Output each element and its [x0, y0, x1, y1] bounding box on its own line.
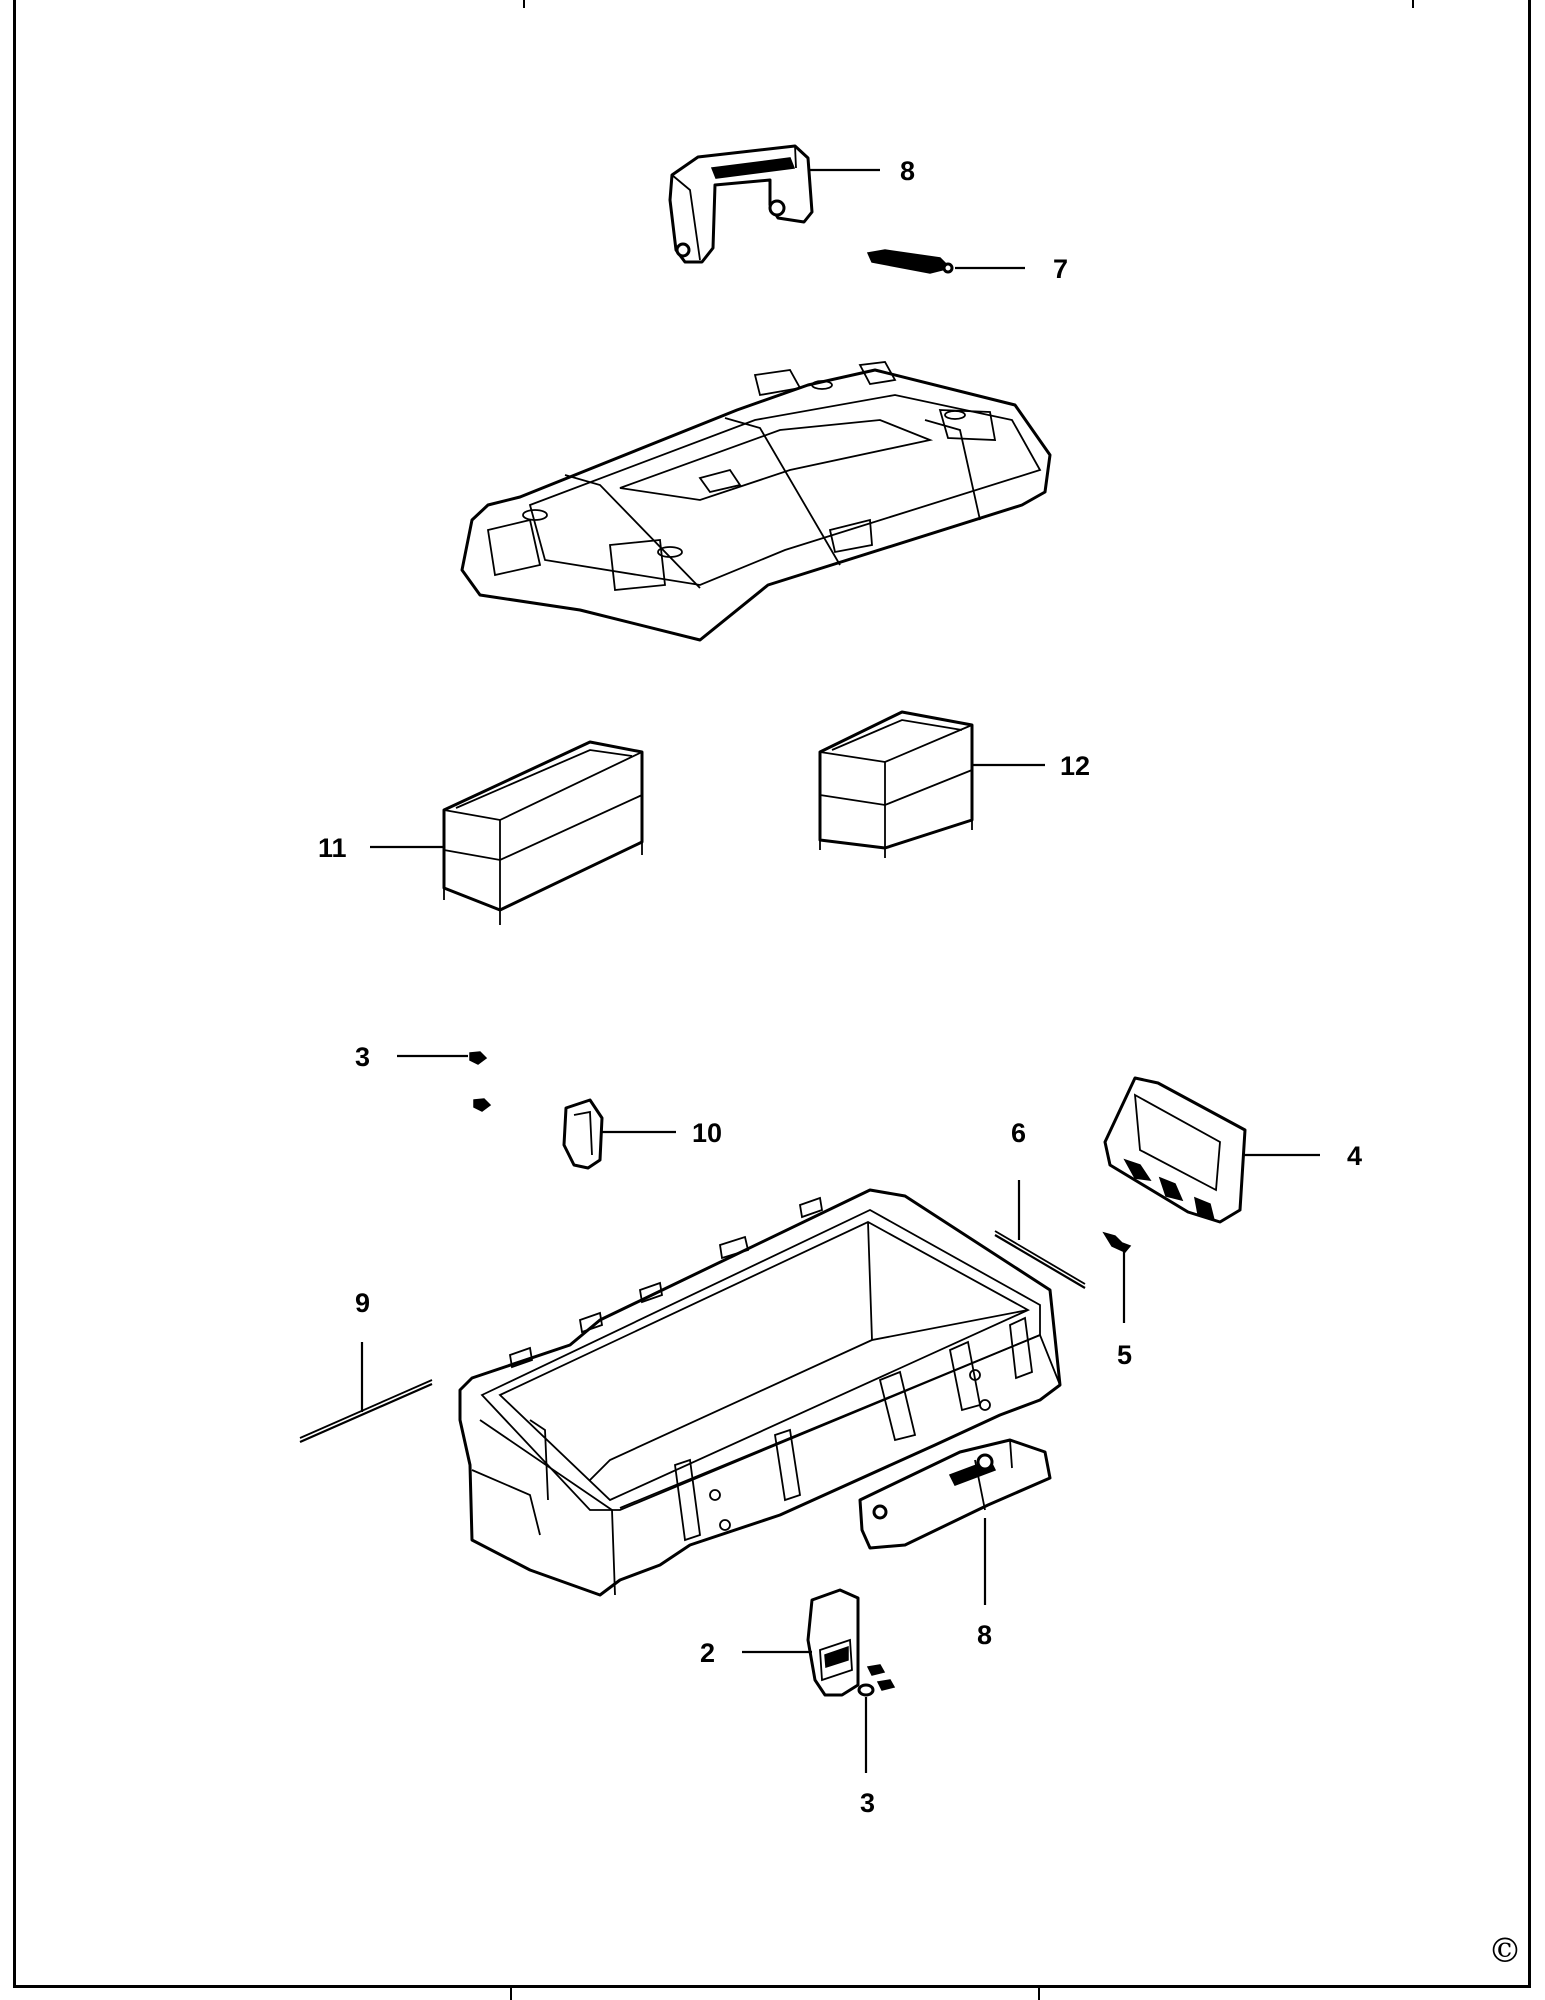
part-5-spring	[1102, 1231, 1132, 1253]
part-8-bottom-handle	[858, 1438, 1052, 1550]
part-lid-tray	[460, 361, 1052, 642]
callout-8-bottom: 8	[977, 1620, 992, 1650]
part-10-clip	[562, 1098, 604, 1170]
part-9-rod-edge	[299, 1379, 433, 1439]
callout-7: 7	[1053, 254, 1068, 284]
callout-10: 10	[692, 1118, 722, 1148]
callout-5: 5	[1117, 1340, 1132, 1370]
footer-rule	[13, 1986, 1531, 1988]
part-6-rod-edge	[994, 1230, 1086, 1285]
footer-divider	[510, 1986, 512, 2000]
frame-top-tick	[1412, 0, 1414, 8]
part-6-rod	[994, 1234, 1086, 1289]
part-9-rod	[299, 1382, 433, 1444]
callout-3-bottom: 3	[860, 1788, 875, 1818]
part-3-screws-bottom	[857, 1664, 896, 1697]
callout-4: 4	[1347, 1141, 1362, 1171]
callout-3-top: 3	[355, 1042, 370, 1072]
frame-top-tick	[523, 0, 525, 8]
callout-2: 2	[700, 1638, 715, 1668]
callout-8-top: 8	[900, 156, 915, 186]
part-3-screws-top	[469, 1051, 492, 1112]
part-main-box	[458, 1188, 1062, 1597]
part-2-latch	[806, 1588, 860, 1697]
footer-divider	[1038, 1986, 1040, 2000]
callout-12: 12	[1060, 751, 1090, 781]
callout-6: 6	[1011, 1118, 1026, 1148]
part-12-short-bin	[818, 710, 974, 858]
part-4-side-handle	[1103, 1076, 1247, 1224]
part-7-latch-plate	[866, 249, 954, 274]
copyright-mark: ©	[1488, 1931, 1522, 1971]
callout-11: 11	[318, 833, 347, 863]
part-11-long-bin	[442, 740, 644, 925]
callout-9: 9	[355, 1288, 370, 1318]
part-8-top-handle	[668, 144, 814, 264]
